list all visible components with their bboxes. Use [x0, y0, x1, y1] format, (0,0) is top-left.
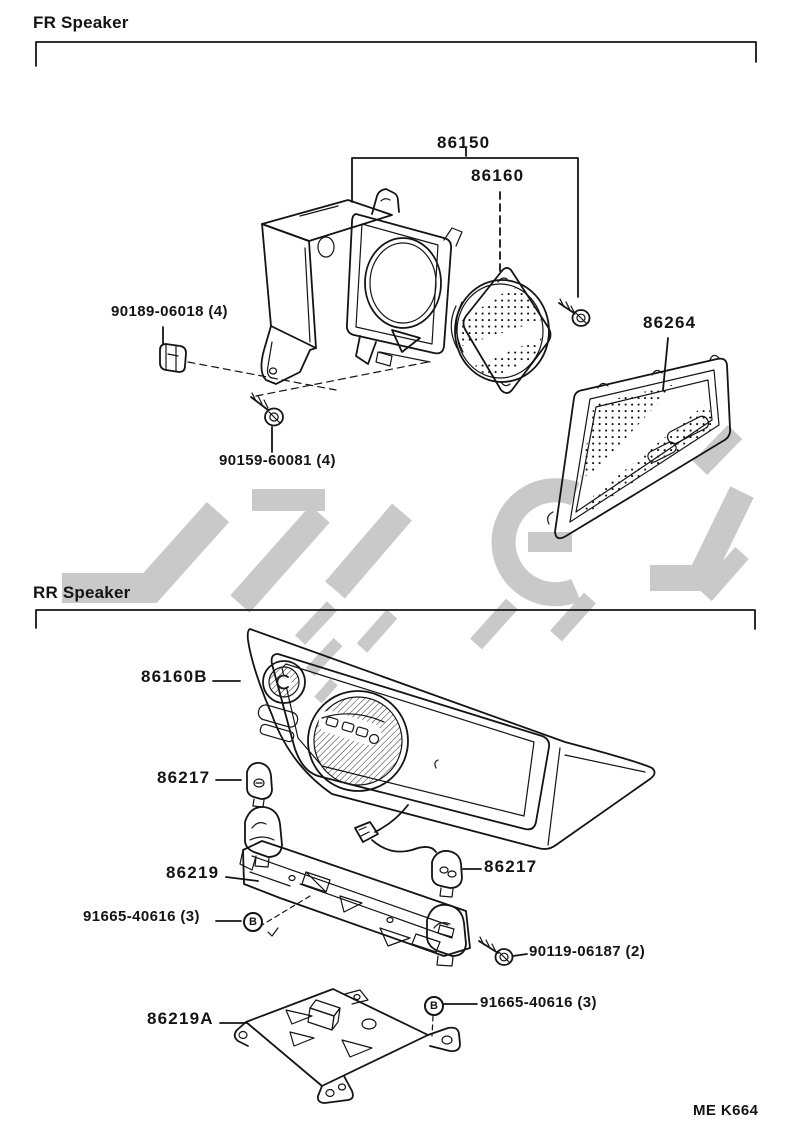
fr-label-bracket: [351, 147, 579, 298]
rr-speaker-assembly-label: 86160B: [141, 667, 208, 686]
fr-section-title: FR Speaker: [33, 13, 129, 32]
rr-screw: [478, 936, 528, 966]
fr-clip-label: 90189-06018 (4): [111, 303, 228, 320]
fr-speaker-unit-label: 86160: [471, 166, 525, 185]
rr-section-title: RR Speaker: [33, 583, 131, 602]
fr-clip: [159, 326, 429, 397]
rr-bracket-label: 86219: [166, 863, 220, 882]
fr-speaker-unit: [450, 267, 552, 394]
fr-grille-label: 86264: [643, 313, 697, 332]
fr-mount-screw: [558, 298, 591, 327]
rr-pad-upper-label: 86217: [157, 768, 211, 787]
rr-pad-mid: [244, 806, 283, 868]
rr-pad-lower: [426, 903, 467, 967]
fr-section-rule: [35, 41, 757, 67]
page-code: ME K664: [693, 1102, 759, 1119]
rr-pad-right: [431, 850, 482, 898]
rr-bolt-lower-label: 91665-40616 (3): [480, 994, 597, 1011]
rr-screw-label: 90119-06187 (2): [529, 943, 646, 960]
rr-bolt-upper-label: 91665-40616 (3): [83, 908, 200, 925]
fr-assembly-label: 86150: [437, 133, 491, 152]
rr-speaker-assembly: [212, 628, 656, 853]
rr-mounting-plate-label: 86219A: [147, 1009, 214, 1028]
fr-tapping-screw: [250, 392, 284, 453]
rr-section-rule: [35, 609, 756, 630]
fastener-marker-b-upper: B: [243, 912, 263, 932]
rr-mounting-plate: [219, 988, 461, 1104]
fr-grille: [547, 337, 732, 540]
rr-bolt-lower-leader: [431, 1003, 478, 1037]
rr-bracket: [215, 840, 471, 957]
fastener-marker-b-lower: B: [424, 996, 444, 1016]
fr-speaker-cabinet: [260, 188, 463, 385]
rr-pad-right-label: 86217: [484, 857, 538, 876]
fr-screw-label: 90159-60081 (4): [219, 452, 336, 469]
rr-pad-upper: [215, 762, 273, 808]
